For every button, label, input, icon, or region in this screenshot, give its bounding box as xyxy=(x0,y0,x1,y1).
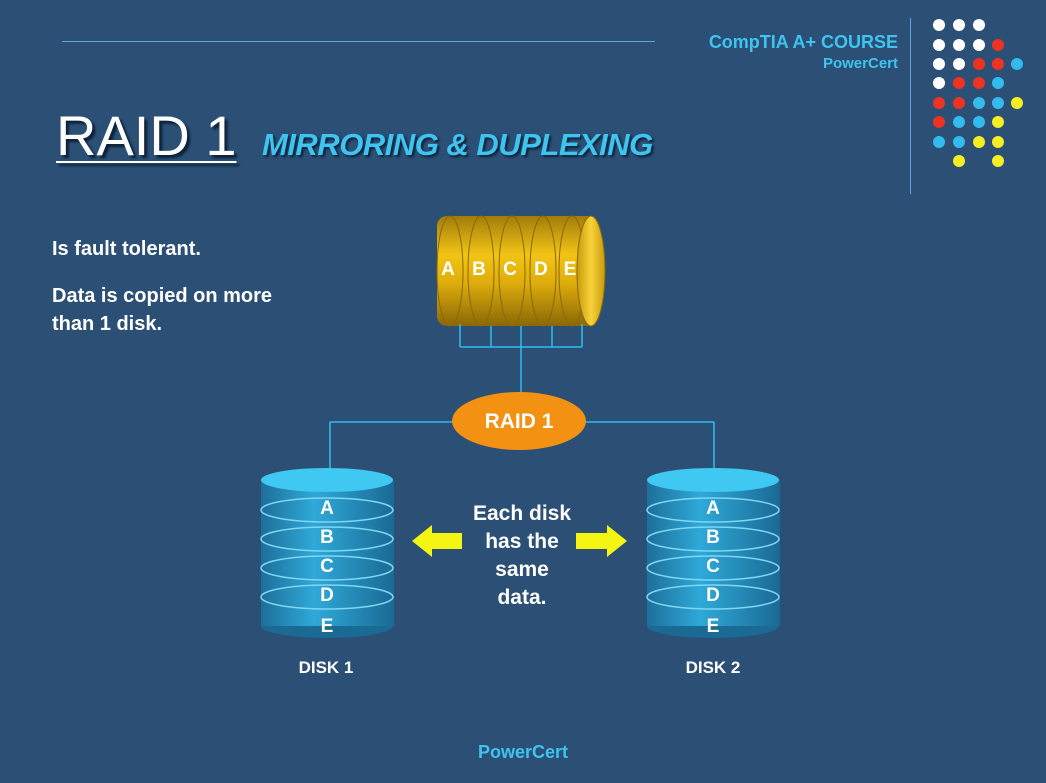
bullet-fault-tolerant: Is fault tolerant. xyxy=(52,238,201,260)
mirror-caption-line: has the xyxy=(485,530,559,553)
header-rule xyxy=(62,41,655,42)
page-subtitle: MIRRORING & DUPLEXING xyxy=(262,127,653,162)
array-segment-a: A xyxy=(441,259,455,280)
mirror-caption-line: data. xyxy=(497,586,547,609)
dot-grid-decoration xyxy=(933,19,1023,167)
right-arrow-icon xyxy=(576,525,627,557)
disk-1-label: DISK 1 xyxy=(298,658,354,677)
mirror-caption-line: Each disk xyxy=(472,502,572,525)
disk-2-block-c: C xyxy=(706,556,720,577)
course-heading: CompTIA A+ COURSE PowerCert xyxy=(709,31,898,75)
bullet-data-copied: Data is copied on more than 1 disk. xyxy=(52,285,273,335)
raid-array-drive: A B C D E xyxy=(436,215,606,327)
disk-1-block-e: E xyxy=(321,616,334,637)
header-divider xyxy=(910,18,911,194)
disk-2-block-e: E xyxy=(707,616,720,637)
disk-2-label: DISK 2 xyxy=(685,658,741,677)
disk-1-cylinder: A B C D E xyxy=(260,468,394,638)
disk-1-block-c: C xyxy=(320,556,334,577)
page-title: RAID 1 xyxy=(56,104,237,167)
array-segment-b: B xyxy=(472,259,486,280)
disk-1-block-b: B xyxy=(320,527,334,548)
disk-1-block-d: D xyxy=(320,585,334,606)
course-title: CompTIA A+ COURSE xyxy=(708,32,898,52)
disk-2-block-a: A xyxy=(706,498,720,519)
disk-2-cylinder: A B C D E xyxy=(646,468,780,638)
raid-controller-oval xyxy=(452,392,586,450)
array-bus xyxy=(329,324,715,473)
disk-1-block-a: A xyxy=(320,498,334,519)
disk-2-block-b: B xyxy=(706,527,720,548)
course-brand: PowerCert xyxy=(822,55,898,72)
disk-2-block-d: D xyxy=(706,585,720,606)
array-segment-c: C xyxy=(503,259,517,280)
array-segment-d: D xyxy=(534,259,548,280)
left-arrow-icon xyxy=(412,525,462,557)
footer-brand: PowerCert xyxy=(477,742,569,762)
mirror-caption: Each disk has the same data. xyxy=(452,500,592,612)
array-segment-e: E xyxy=(564,259,577,280)
raid-controller-label: RAID 1 xyxy=(485,410,554,433)
mirror-caption-line: same xyxy=(495,558,549,581)
